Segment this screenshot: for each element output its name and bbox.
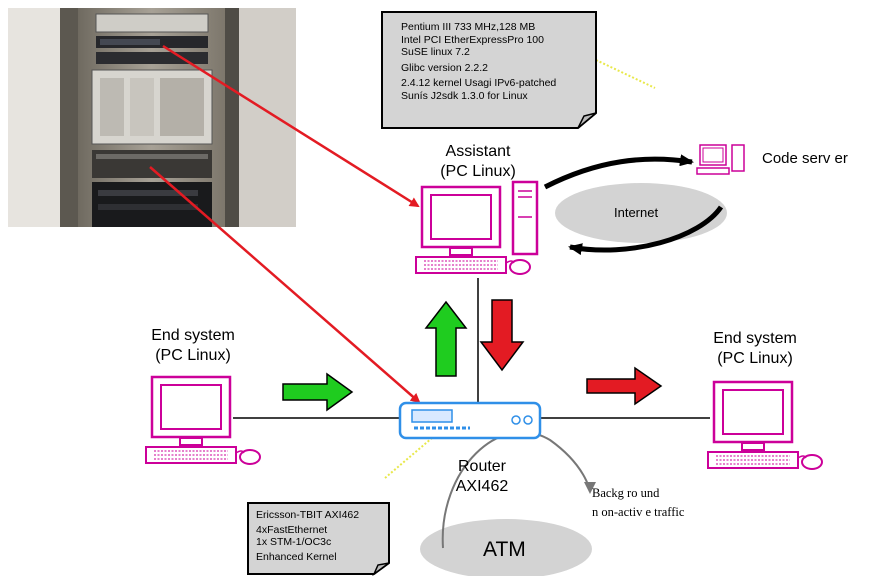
green-arrow-up bbox=[424, 300, 468, 377]
end-system-right-line1: End system bbox=[713, 330, 797, 347]
end-system-right-line2: (PC Linux) bbox=[717, 350, 793, 367]
spec-line: Enhanced Kernel bbox=[256, 550, 337, 563]
internet-cloud bbox=[555, 183, 727, 243]
spec-line: Glibc version 2.2.2 bbox=[401, 61, 488, 74]
spec-line: Sunís J2sdk 1.3.0 for Linux bbox=[401, 89, 528, 102]
router-label: Router AXI462 bbox=[434, 457, 530, 497]
desktop-pc-icon bbox=[706, 380, 824, 471]
background-traffic-label: Backg ro und n on-activ e traffic bbox=[592, 484, 684, 522]
router-label-line1: Router bbox=[457, 458, 507, 475]
router-icon bbox=[398, 401, 542, 440]
atm-label: ATM bbox=[483, 538, 526, 561]
spec-note-bottom bbox=[247, 502, 390, 576]
arrow-from-code-server bbox=[568, 205, 724, 256]
code-server-label: Code serv er bbox=[762, 150, 848, 167]
spec-line: 2.4.12 kernel Usagi IPv6-patched bbox=[401, 77, 557, 89]
spec-line: SuSE linux 7.2 bbox=[401, 46, 470, 58]
background-traffic-line1: Backg ro und bbox=[592, 486, 660, 500]
spec-line: 1x STM-1/OC3c bbox=[256, 536, 332, 548]
spec-line: Pentium III 733 MHz,128 MB bbox=[401, 21, 536, 33]
end-system-right-label: End system (PC Linux) bbox=[695, 329, 815, 369]
internet-label: Internet bbox=[614, 205, 659, 220]
note-connector-top bbox=[595, 59, 656, 89]
equipment-rack-photo bbox=[8, 8, 296, 227]
spec-note-top bbox=[381, 11, 597, 129]
end-system-left-line1: End system bbox=[151, 327, 235, 344]
assistant-label-line2: (PC Linux) bbox=[440, 163, 516, 180]
desktop-pc-icon bbox=[144, 375, 262, 466]
pointer-arrow-to-assistant bbox=[162, 44, 420, 208]
red-arrow-right bbox=[586, 366, 663, 406]
atm-cloud bbox=[420, 519, 592, 576]
assistant-label-line1: Assistant bbox=[445, 143, 511, 160]
assistant-label: Assistant (PC Linux) bbox=[423, 142, 533, 182]
router-label-line2: AXI462 bbox=[455, 478, 509, 495]
green-arrow-right bbox=[282, 372, 354, 412]
arrow-to-code-server bbox=[543, 154, 694, 190]
pointer-arrow-to-router bbox=[149, 166, 421, 404]
small-pc-icon bbox=[696, 144, 745, 175]
spec-line: Ericsson-TBIT AXI462 bbox=[256, 509, 360, 521]
network-links bbox=[233, 278, 710, 419]
desktop-pc-tower-icon bbox=[414, 180, 539, 276]
spec-line: Intel PCI EtherExpressPro 100 bbox=[401, 33, 544, 46]
spec-line: 4xFastEthernet bbox=[256, 523, 328, 536]
note-connector-bottom bbox=[384, 437, 433, 479]
end-system-left-line2: (PC Linux) bbox=[155, 347, 231, 364]
end-system-left-label: End system (PC Linux) bbox=[133, 326, 253, 366]
spec-note-bottom-text: Ericsson-TBIT AXI462 4xFastEthernet 1x S… bbox=[256, 509, 359, 563]
spec-note-top-text: Pentium III 733 MHz,128 MB Intel PCI Eth… bbox=[401, 21, 556, 102]
red-arrow-down bbox=[479, 299, 525, 372]
background-traffic-line2: n on-activ e traffic bbox=[592, 505, 685, 519]
